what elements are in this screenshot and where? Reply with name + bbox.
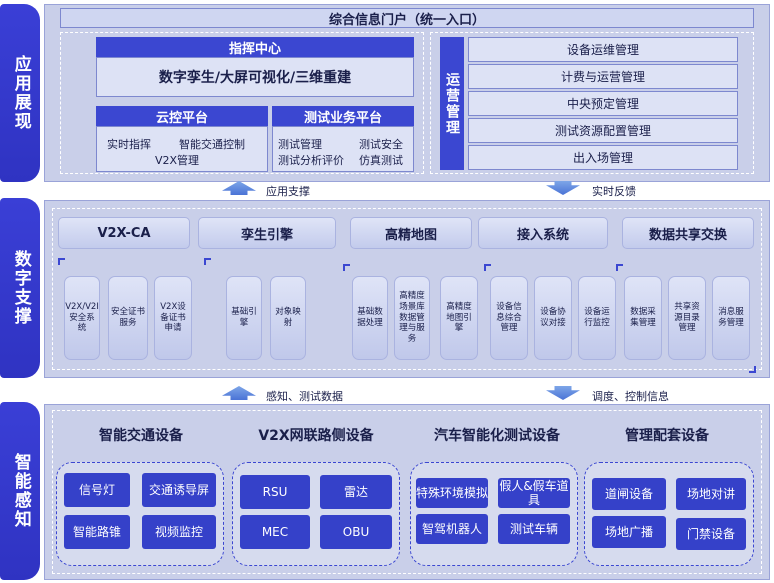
device-obu: OBU: [320, 515, 392, 549]
bracket-corner: [749, 366, 756, 373]
pill-data-collect: 数据采集管理: [624, 276, 662, 360]
pill-device-info: 设备信息综合管理: [490, 276, 528, 360]
device-video-monitor: 视频监控: [142, 515, 216, 549]
bracket-corner: [484, 264, 491, 271]
cloud-item-traffic: 智能交通控制: [179, 138, 245, 151]
test-item-sim: 仿真测试: [359, 154, 403, 167]
portal-bar: 综合信息门户（统一入口）: [60, 8, 754, 28]
pill-resource-catalog: 共享资源目录管理: [668, 276, 706, 360]
pill-object-map: 对象映射: [270, 276, 306, 360]
connector2-up-label: 感知、测试数据: [266, 390, 343, 403]
device-radar: 雷达: [320, 475, 392, 509]
module-twin-engine: 孪生引擎: [198, 217, 336, 249]
arrow-up-icon: [222, 181, 256, 195]
ops-item-billing: 计费与运营管理: [468, 64, 738, 89]
pill-cert-apply: V2X设备证书申请: [154, 276, 192, 360]
device-mec: MEC: [240, 515, 310, 549]
ops-item-device: 设备运维管理: [468, 37, 738, 62]
test-item-analysis: 测试分析评价: [278, 154, 344, 167]
connector1-up-label: 应用支撑: [266, 185, 310, 198]
pill-v2x-security: V2X/V2I安全系统: [64, 276, 100, 360]
command-center-header: 指挥中心: [96, 37, 414, 57]
module-access-system: 接入系统: [478, 217, 608, 249]
device-rsu: RSU: [240, 475, 310, 509]
connector2-down-label: 调度、控制信息: [592, 390, 669, 403]
pill-map-engine: 高精度地图引擎: [440, 276, 478, 360]
device-signal-light: 信号灯: [64, 473, 130, 507]
app-right-frame: [430, 32, 754, 174]
ops-item-resource: 测试资源配置管理: [468, 118, 738, 143]
device-test-vehicle: 测试车辆: [498, 514, 570, 544]
digital-frame: [52, 208, 762, 370]
ops-item-access: 出入场管理: [468, 145, 738, 170]
pill-cert-service: 安全证书服务: [108, 276, 148, 360]
side-label-sense: 智能感知: [0, 402, 40, 580]
cloud-item-v2x: V2X管理: [155, 154, 200, 167]
pill-device-protocol: 设备协议对接: [534, 276, 572, 360]
ops-item-booking: 中央预定管理: [468, 91, 738, 116]
group-title-traffic: 智能交通设备: [99, 428, 183, 444]
test-item-safety: 测试安全: [359, 138, 403, 151]
device-access-control: 门禁设备: [676, 518, 746, 550]
app-left-frame: [60, 32, 424, 174]
device-dummy-props: 假人&假车道具: [498, 478, 570, 508]
pill-base-data: 基础数据处理: [352, 276, 388, 360]
device-env-sim: 特殊环境模拟: [416, 478, 488, 508]
module-hd-map: 高精地图: [350, 217, 472, 249]
arrow-down-icon: [546, 181, 580, 195]
group-title-auto-test: 汽车智能化测试设备: [434, 428, 560, 444]
test-platform-header: 测试业务平台: [272, 106, 414, 126]
test-item-manage: 测试管理: [278, 138, 322, 151]
bracket-corner: [58, 258, 65, 265]
device-barrier-gate: 道闸设备: [592, 478, 666, 510]
pill-message-service: 消息服务管理: [712, 276, 750, 360]
cloud-item-realtime: 实时指挥: [107, 138, 151, 151]
test-platform-body: 测试管理 测试安全 测试分析评价 仿真测试: [272, 126, 414, 172]
device-driving-robot: 智驾机器人: [416, 514, 488, 544]
cloud-platform-body: 实时指挥 智能交通控制 V2X管理: [96, 126, 268, 172]
ops-header: 运营管理: [440, 37, 464, 170]
pill-device-monitor: 设备运行监控: [578, 276, 616, 360]
pill-base-engine: 基础引擎: [226, 276, 262, 360]
connector1-down-label: 实时反馈: [592, 185, 636, 198]
pill-scene-library: 高精度场景库数据管理与服务: [394, 276, 430, 360]
bracket-corner: [204, 258, 211, 265]
command-center-body: 数字孪生/大屏可视化/三维重建: [96, 57, 414, 97]
arrow-up-icon: [222, 386, 256, 400]
module-v2x-ca: V2X-CA: [58, 217, 190, 249]
side-label-app: 应用展现: [0, 4, 40, 182]
bracket-corner: [616, 264, 623, 271]
device-smart-cone: 智能路锥: [64, 515, 130, 549]
group-title-management: 管理配套设备: [625, 428, 709, 444]
cloud-platform-header: 云控平台: [96, 106, 268, 126]
module-data-share: 数据共享交换: [622, 217, 754, 249]
device-guide-screen: 交通诱导屏: [142, 473, 216, 507]
bracket-corner: [343, 264, 350, 271]
device-site-broadcast: 场地广播: [592, 516, 666, 548]
side-label-digital: 数字支撑: [0, 198, 40, 378]
arrow-down-icon: [546, 386, 580, 400]
device-site-intercom: 场地对讲: [676, 478, 746, 510]
group-title-v2x: V2X网联路侧设备: [258, 428, 374, 444]
sense-frame: [52, 410, 762, 574]
